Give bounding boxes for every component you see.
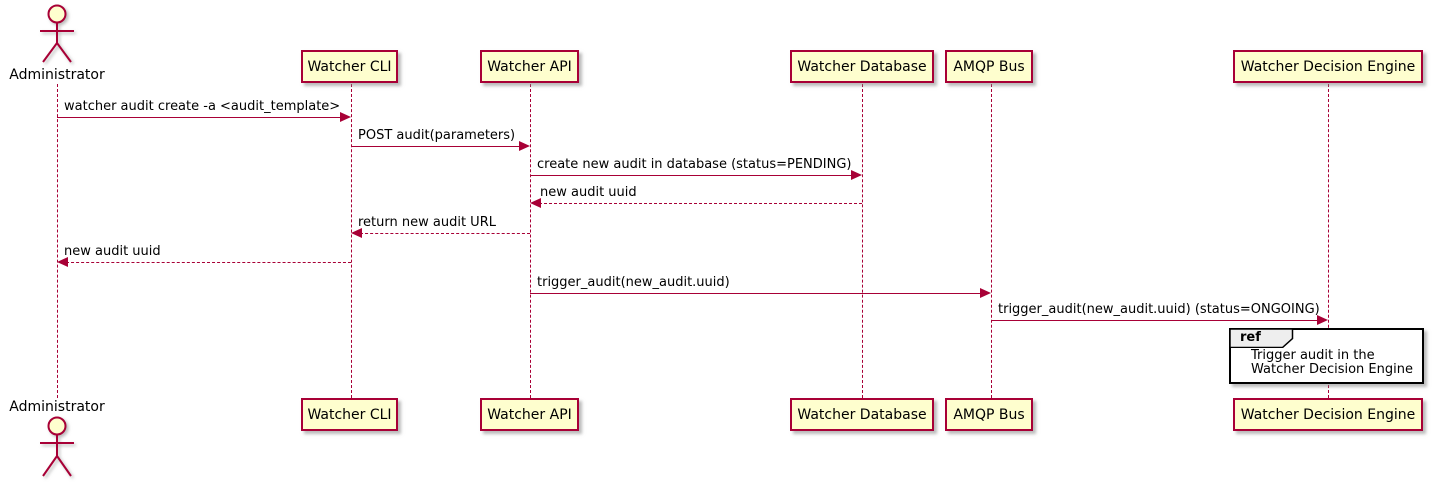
message-line xyxy=(530,293,982,294)
ref-text-line2: Watcher Decision Engine xyxy=(1251,361,1413,377)
message-label: trigger_audit(new_audit.uuid) xyxy=(537,275,730,290)
message-label: POST audit(parameters) xyxy=(358,128,516,143)
ref-header-pentagon xyxy=(1230,329,1294,348)
arrowhead-icon xyxy=(980,288,991,298)
arrowhead-icon xyxy=(340,112,351,122)
message-line xyxy=(66,262,351,263)
lifeline-watcher-database xyxy=(862,84,863,398)
participant-watcher-database-bottom: Watcher Database xyxy=(790,398,934,431)
actor-icon xyxy=(40,416,74,477)
actor-label: Administrator xyxy=(9,399,105,415)
message-line xyxy=(57,117,342,118)
actor-icon xyxy=(40,4,74,63)
message-line xyxy=(351,146,521,147)
message-label: watcher audit create -a <audit_template> xyxy=(64,99,341,114)
lifeline-amqp-bus xyxy=(991,84,992,398)
arrowhead-icon xyxy=(57,257,68,267)
message-label: new audit uuid xyxy=(540,185,637,200)
message-label: create new audit in database (status=PEN… xyxy=(537,157,852,172)
participant-watcher-api-bottom: Watcher API xyxy=(480,398,579,431)
participant-watcher-api-top: Watcher API xyxy=(480,50,579,83)
ref-keyword: ref xyxy=(1240,330,1261,345)
arrowhead-icon xyxy=(519,141,530,151)
lifeline-administrator xyxy=(57,84,58,398)
message-line xyxy=(539,203,862,204)
ref-text-line1: Trigger audit in the xyxy=(1251,348,1375,363)
arrowhead-icon xyxy=(530,198,541,208)
message-line xyxy=(360,233,530,234)
lifeline-watcher-decision-engine xyxy=(1328,84,1329,398)
arrowhead-icon xyxy=(851,170,862,180)
ref-fragment: ref Trigger audit in the Watcher Decisio… xyxy=(1229,328,1424,384)
participant-watcher-cli-top: Watcher CLI xyxy=(301,50,398,83)
participant-amqp-bus-bottom: AMQP Bus xyxy=(945,398,1033,431)
message-line xyxy=(530,175,853,176)
lifeline-watcher-api xyxy=(530,84,531,398)
arrowhead-icon xyxy=(351,228,362,238)
lifeline-watcher-cli xyxy=(351,84,352,398)
participant-watcher-decision-engine-top: Watcher Decision Engine xyxy=(1233,50,1423,83)
participant-watcher-database-top: Watcher Database xyxy=(790,50,934,83)
arrowhead-icon xyxy=(1317,315,1328,325)
participant-amqp-bus-top: AMQP Bus xyxy=(945,50,1033,83)
message-line xyxy=(991,320,1319,321)
actor-label: Administrator xyxy=(9,67,105,83)
message-label: new audit uuid xyxy=(64,244,161,259)
message-label: trigger_audit(new_audit.uuid) (status=ON… xyxy=(998,302,1320,317)
message-label: return new audit URL xyxy=(358,215,496,230)
ref-text: Trigger audit in the Watcher Decision En… xyxy=(1251,348,1413,377)
participant-watcher-decision-engine-bottom: Watcher Decision Engine xyxy=(1233,398,1423,431)
participant-watcher-cli-bottom: Watcher CLI xyxy=(301,398,398,431)
